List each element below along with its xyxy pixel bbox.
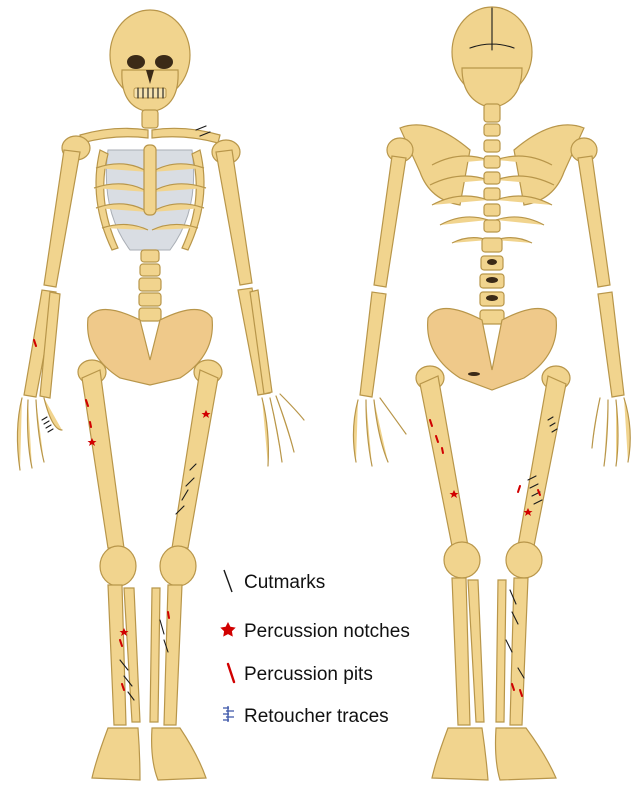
blue-hatch-icon xyxy=(223,706,234,722)
legend-label-retoucher-traces: Retoucher traces xyxy=(244,706,389,727)
front-cervical xyxy=(142,110,158,128)
front-leg-left xyxy=(78,360,140,780)
front-leg-right xyxy=(150,360,222,780)
red-line-icon xyxy=(228,664,234,682)
back-scapula-right xyxy=(514,125,584,205)
back-cervical xyxy=(484,104,500,122)
legend-item-cutmarks: Cutmarks xyxy=(224,570,325,593)
front-skull xyxy=(110,10,190,112)
back-skull xyxy=(452,7,532,108)
front-clavicle-right xyxy=(152,128,220,143)
cutmark-symbol-icon xyxy=(224,570,232,592)
back-pelvis-mark xyxy=(468,372,480,376)
back-leg-left xyxy=(416,366,488,780)
back-spine xyxy=(480,124,504,324)
legend-item-retoucher-traces: Retoucher traces xyxy=(223,706,389,727)
legend-label-cutmarks: Cutmarks xyxy=(244,572,325,593)
red-star-icon xyxy=(220,622,235,637)
front-ribcage xyxy=(94,145,206,250)
legend: Cutmarks Percussion notches Percussion p… xyxy=(220,570,410,727)
legend-label-percussion-pits: Percussion pits xyxy=(244,664,373,685)
front-arm-left xyxy=(17,136,90,470)
legend-item-percussion-pits: Percussion pits xyxy=(228,664,373,685)
back-leg-right xyxy=(496,366,571,780)
front-lumbar-spine xyxy=(139,250,161,321)
back-arm-left xyxy=(353,138,413,466)
skeleton-back-view xyxy=(353,7,630,780)
front-arm-right xyxy=(212,140,304,466)
front-clavicle-left xyxy=(80,128,148,143)
back-arm-right xyxy=(571,138,630,466)
legend-label-percussion-notches: Percussion notches xyxy=(244,621,410,642)
legend-item-percussion-notches: Percussion notches xyxy=(220,621,410,642)
back-scapula-left xyxy=(400,125,470,205)
